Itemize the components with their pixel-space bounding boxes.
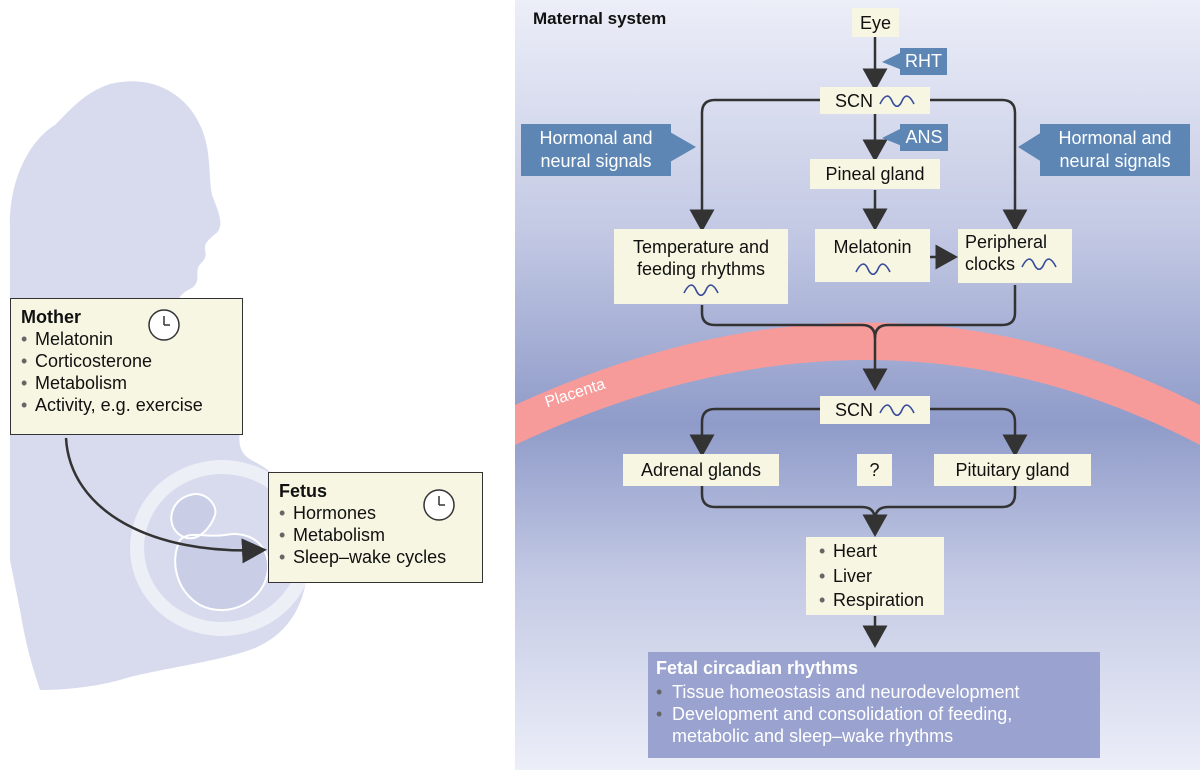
fetal-circadian-rhythms-box: Fetal circadian rhythms Tissue homeostas… [648, 652, 1100, 758]
scn-label: SCN [834, 400, 873, 420]
list-item: Sleep–wake cycles [279, 546, 472, 568]
pituitary-gland-box: Pituitary gland [934, 454, 1091, 486]
hormonal-signals-right-tag: Hormonal and neural signals [1040, 124, 1190, 176]
adrenal-label: Adrenal glands [640, 460, 762, 480]
fetus-box: Fetus Hormones Metabolism Sleep–wake cyc… [268, 472, 483, 583]
rht-tag: RHT [900, 48, 947, 75]
organs-box: Heart Liver Respiration [806, 537, 944, 615]
tag-line: Hormonal and [539, 128, 653, 148]
list-item: Liver [819, 564, 936, 589]
mother-list: Melatonin Corticosterone Metabolism Acti… [21, 328, 232, 416]
fetus-list: Hormones Metabolism Sleep–wake cycles [279, 502, 472, 568]
ans-tag-pointer [882, 128, 902, 146]
wave-icon [879, 94, 915, 107]
tag-line: neural signals [540, 151, 652, 171]
scn-fetal-box: SCN [820, 396, 930, 424]
rht-tag-pointer [882, 52, 902, 70]
hormonal-signals-left-tag: Hormonal and neural signals [521, 124, 671, 176]
temperature-feeding-box: Temperature and feeding rhythms [614, 229, 788, 304]
list-item: Metabolism [21, 372, 232, 394]
rht-label: RHT [905, 51, 942, 71]
pineal-gland-label: Pineal gland [825, 164, 925, 184]
question-label: ? [869, 460, 880, 480]
hormonal-right-pointer [1018, 132, 1042, 162]
box-line: feeding rhythms [636, 259, 766, 279]
list-item: Tissue homeostasis and neurodevelopment [656, 681, 1092, 703]
list-item: Hormones [279, 502, 472, 524]
scn-label: SCN [834, 90, 873, 111]
fetal-rhythms-title: Fetal circadian rhythms [656, 658, 859, 678]
pituitary-label: Pituitary gland [955, 460, 1070, 480]
pineal-gland-box: Pineal gland [810, 159, 940, 189]
ans-tag: ANS [900, 124, 948, 151]
fetus-title: Fetus [279, 481, 328, 501]
list-item: Respiration [819, 588, 936, 613]
list-item: Metabolism [279, 524, 472, 546]
organs-list: Heart Liver Respiration [819, 539, 936, 613]
mother-to-fetus-arrow [64, 437, 267, 564]
list-item: Heart [819, 539, 936, 564]
peripheral-clocks-box: Peripheral clocks [958, 229, 1072, 283]
tag-line: neural signals [1059, 151, 1171, 171]
eye-label: Eye [859, 12, 892, 33]
wave-icon [1021, 258, 1057, 271]
unknown-box: ? [857, 454, 892, 486]
ans-label: ANS [905, 127, 943, 147]
adrenal-glands-box: Adrenal glands [623, 454, 779, 486]
placenta-band [515, 322, 1200, 445]
wave-icon [683, 284, 719, 297]
wave-icon [879, 404, 915, 417]
box-line: clocks [965, 254, 1016, 274]
list-item: Development and consolidation of feeding… [656, 703, 1092, 747]
clock-icon [148, 309, 180, 341]
box-line: Temperature and [632, 237, 770, 257]
mother-box: Mother Melatonin Corticosterone Metaboli… [10, 298, 243, 435]
hormonal-left-pointer [670, 132, 696, 162]
list-item: Melatonin [21, 328, 232, 350]
tag-line: Hormonal and [1058, 128, 1172, 148]
mother-title: Mother [21, 307, 81, 327]
maternal-system-title: Maternal system [533, 9, 667, 28]
scn-maternal-box: SCN [820, 87, 930, 114]
melatonin-box: Melatonin [815, 229, 930, 282]
wave-icon [854, 262, 891, 275]
fetus-shape [170, 493, 270, 611]
list-item: Corticosterone [21, 350, 232, 372]
clock-icon [423, 489, 455, 521]
list-item: Activity, e.g. exercise [21, 394, 232, 416]
box-line: Peripheral [965, 232, 1048, 252]
fetal-rhythms-list: Tissue homeostasis and neurodevelopment … [656, 681, 1092, 747]
eye-box: Eye [852, 8, 899, 37]
melatonin-label: Melatonin [833, 236, 912, 257]
